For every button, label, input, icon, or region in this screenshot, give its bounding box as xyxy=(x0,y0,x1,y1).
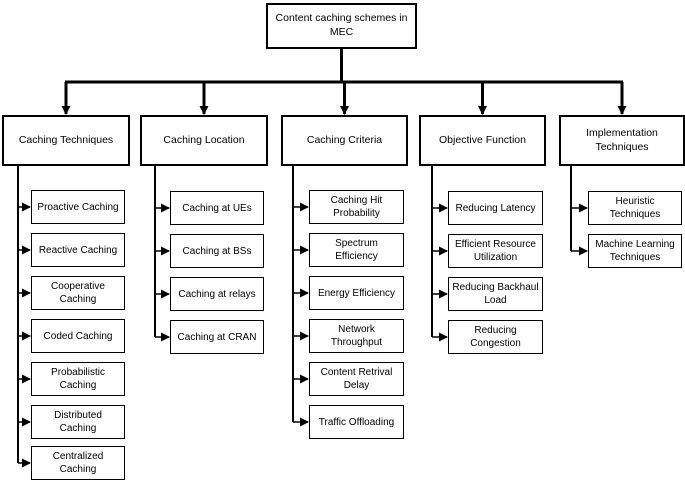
item-box-2-3: Caching at relays xyxy=(170,277,264,311)
item-box-1-3: Cooperative Caching xyxy=(31,276,125,310)
item-box-3-5: Content Retrival Delay xyxy=(309,362,404,396)
item-box-1-4: Coded Caching xyxy=(31,319,125,353)
category-box-3: Caching Criteria xyxy=(281,115,408,166)
item-box-1-2: Reactive Caching xyxy=(31,233,125,267)
category-box-4: Objective Function xyxy=(419,115,546,166)
item-box-3-3: Energy Efficiency xyxy=(309,276,404,310)
item-box-1-7: Centralized Caching xyxy=(31,446,125,480)
item-box-5-2: Machine Learning Techniques xyxy=(588,234,682,268)
item-box-2-1: Caching at UEs xyxy=(170,191,264,225)
item-box-1-1: Proactive Caching xyxy=(31,190,125,224)
item-box-4-4: Reducing Congestion xyxy=(448,320,543,354)
item-box-3-2: Spectrum Efficiency xyxy=(309,233,404,267)
item-box-1-5: Probabilistic Caching xyxy=(31,362,125,396)
item-box-1-6: Distributed Caching xyxy=(31,405,125,439)
item-box-5-1: Heuristic Techniques xyxy=(588,191,682,225)
item-box-4-3: Reducing Backhaul Load xyxy=(448,277,543,311)
item-box-2-4: Caching at CRAN xyxy=(170,320,264,354)
item-box-3-6: Traffic Offloading xyxy=(309,405,404,439)
item-box-3-1: Caching Hit Probability xyxy=(309,190,404,224)
category-box-5: Implementation Techniques xyxy=(559,115,685,166)
category-box-2: Caching Location xyxy=(140,115,268,166)
item-box-3-4: Network Throughput xyxy=(309,319,404,353)
root-node: Content caching schemes in MEC xyxy=(266,3,417,49)
item-box-4-1: Reducing Latency xyxy=(448,191,543,225)
item-box-4-2: Efficient Resource Utilization xyxy=(448,234,543,268)
category-box-1: Caching Techniques xyxy=(2,115,130,166)
item-box-2-2: Caching at BSs xyxy=(170,234,264,268)
